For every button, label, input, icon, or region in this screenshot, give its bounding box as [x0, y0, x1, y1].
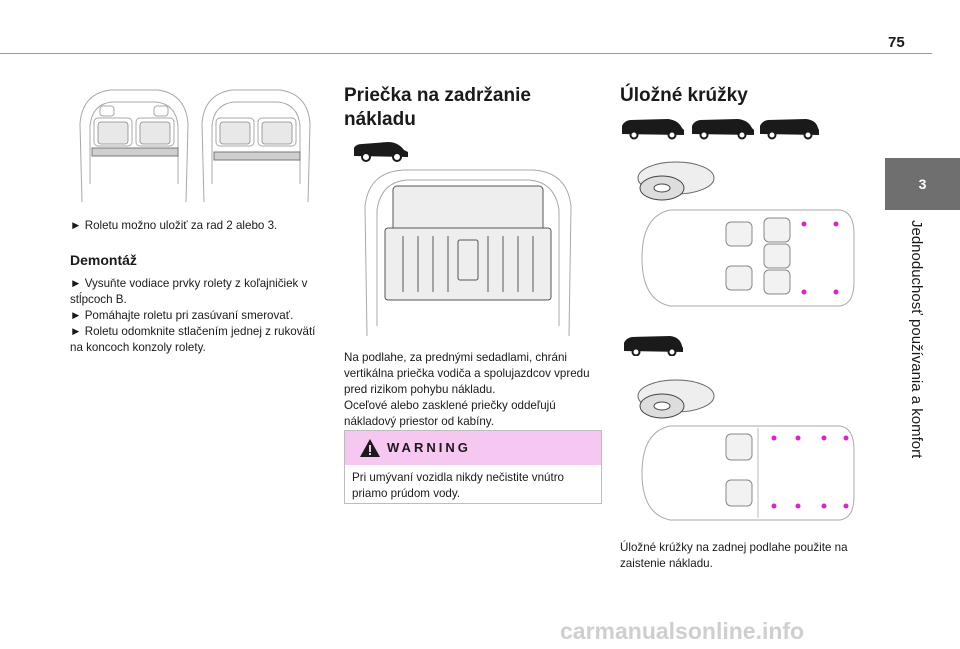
partition-para-2: Oceľové alebo zasklené priečky oddeľujú …	[344, 399, 556, 428]
floor-plan-rings-2	[641, 425, 855, 521]
watermark: carmanualsonline.info	[560, 618, 805, 644]
rings-caption: Úložné krúžky na zadnej podlahe použite …	[620, 541, 848, 570]
rear-blind-illustration	[79, 89, 311, 203]
header-rule	[0, 53, 932, 54]
column-blind: ► Roletu možno uložiť za rad 2 alebo 3. …	[70, 84, 322, 356]
column-rings: Úložné krúžky	[620, 84, 865, 108]
page-number: 75	[888, 34, 905, 51]
chapter-tab[interactable]: 3	[885, 158, 960, 210]
removal-step-2: ► Pomáhajte roletu pri zasúvaní smerovať…	[70, 309, 294, 322]
column-partition: Priečka na zadržanie nákladu	[344, 84, 600, 132]
rings-text: Úložné krúžky na zadnej podlahe použite …	[620, 540, 865, 572]
partition-para-1: Na podlahe, za prednými sedadlami, chrán…	[344, 351, 590, 396]
partition-heading-line1: Priečka na zadržanie	[344, 85, 531, 106]
storage-ring-detail-1	[637, 161, 715, 201]
removal-step-3: ► Roletu odomknite stlačením jednej z ru…	[70, 325, 316, 354]
removal-step-1: ► Vysuňte vodiace prvky rolety z koľajni…	[70, 277, 308, 306]
warning-header: WARNING	[345, 431, 601, 465]
partition-illustration	[364, 169, 572, 337]
removal-heading: Demontáž	[70, 252, 137, 268]
storage-ring-detail-2	[637, 379, 715, 419]
vehicle-version-icons	[622, 119, 819, 140]
rings-heading: Úložné krúžky	[620, 85, 748, 106]
van-icon-2	[624, 336, 683, 356]
warning-text: Pri umývaní vozidla nikdy nečistite vnút…	[352, 471, 564, 500]
warning-title: WARNING	[387, 440, 471, 455]
partition-text: Na podlahe, za prednými sedadlami, chrán…	[344, 350, 600, 430]
partition-heading-line2: nákladu	[344, 109, 416, 130]
floor-plan-rings-1	[641, 209, 855, 307]
chapter-title: Jednoduchosť používania a komfort	[908, 220, 925, 459]
blind-caption: ► Roletu možno uložiť za rad 2 alebo 3.	[70, 219, 278, 232]
warning-triangle-icon	[360, 439, 380, 457]
van-icon	[354, 142, 408, 162]
warning-box: WARNING Pri umývaní vozidla nikdy nečist…	[344, 430, 602, 504]
